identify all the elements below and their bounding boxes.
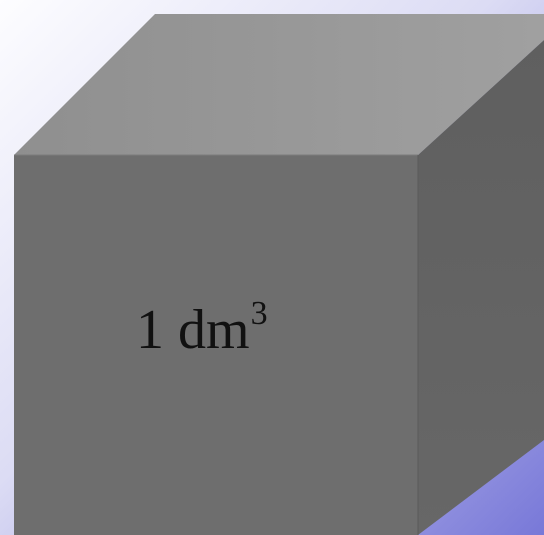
cube-right-face [418,40,544,535]
volume-unit: dm [178,299,250,361]
volume-exponent: 3 [250,295,268,332]
cube-front-face [14,155,418,535]
cube-top-face [14,14,544,155]
volume-label: 1 dm3 [136,297,268,361]
volume-number: 1 [136,299,164,361]
